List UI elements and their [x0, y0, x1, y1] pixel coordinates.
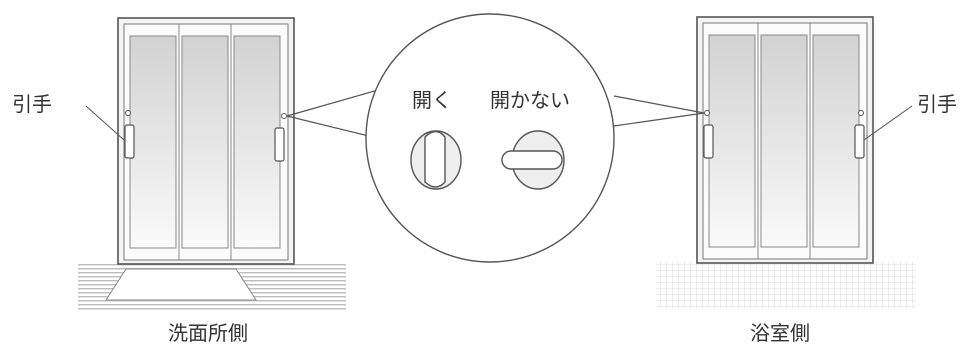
- lock-open-label: 開く: [412, 88, 452, 112]
- washroom-side-label: 洗面所側: [168, 321, 248, 345]
- handle-label-left: 引手: [12, 92, 52, 116]
- lock-callout-circle: [365, 13, 615, 263]
- handle-label-right: 引手: [917, 92, 957, 116]
- handle-pointer-lines: [85, 105, 913, 141]
- lock-knob-closed-icon: [501, 130, 565, 190]
- washroom-door: [117, 17, 295, 265]
- bathroom-side-label: 浴室側: [750, 321, 810, 345]
- lock-knob-open-icon: [410, 130, 462, 190]
- bathroom-floor: [656, 262, 916, 308]
- lock-closed-label: 開かない: [490, 88, 570, 112]
- washroom-floor: [78, 262, 346, 312]
- bathroom-door: [696, 16, 874, 264]
